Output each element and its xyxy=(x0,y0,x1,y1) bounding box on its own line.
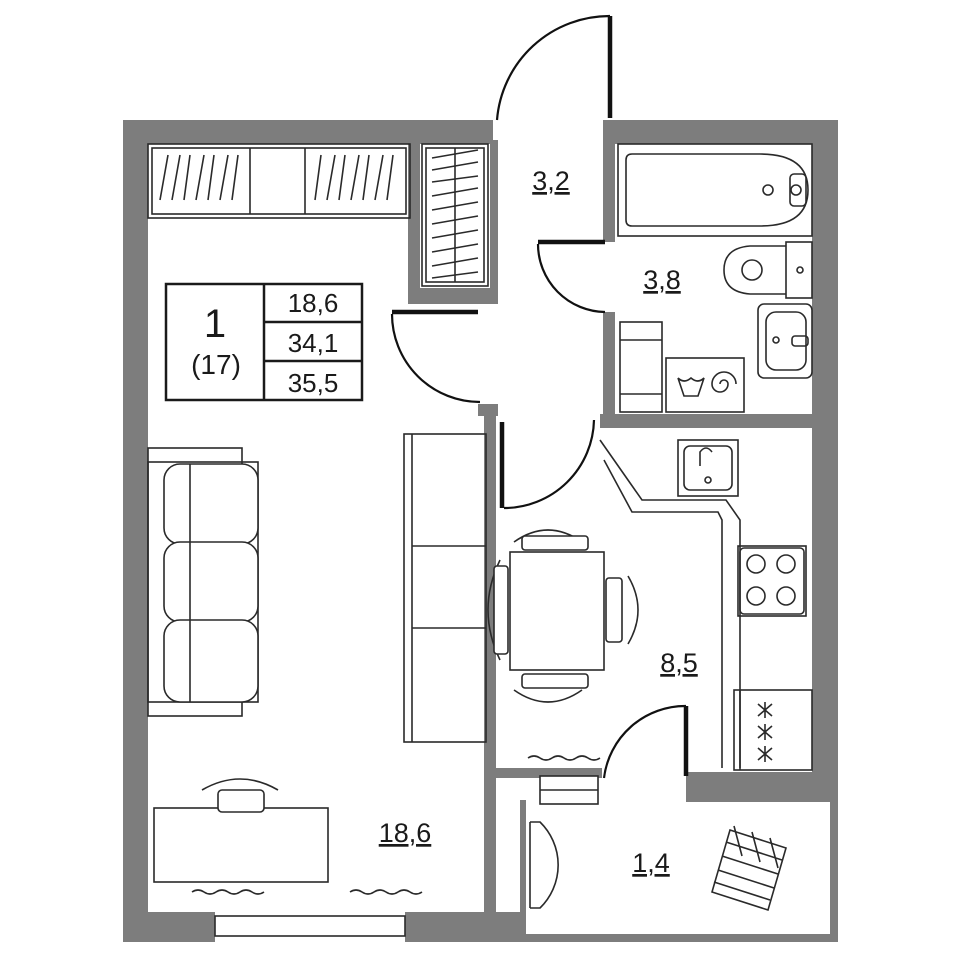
wall-bottom-mid xyxy=(405,912,525,942)
wall-left xyxy=(123,120,148,942)
bathroom-area: 3,8 xyxy=(643,265,681,295)
wall-wardrobe-left xyxy=(408,140,420,298)
sofa xyxy=(147,447,259,717)
wall-balcony-right xyxy=(830,800,838,942)
wall-living-kitchen xyxy=(484,410,496,918)
deck-chair xyxy=(711,825,787,912)
kitchen-sink xyxy=(677,439,739,497)
kitchen-door xyxy=(499,419,596,510)
living-door xyxy=(390,309,481,404)
bathtub xyxy=(617,143,813,237)
wall-top-right xyxy=(603,120,838,144)
living-area: 18,6 xyxy=(379,818,432,848)
living-area-value: 18,6 xyxy=(288,288,339,318)
desk xyxy=(153,778,423,895)
wall-bath-kitchen xyxy=(600,414,838,428)
hall-area: 3,2 xyxy=(532,166,570,196)
wall-bath-left-bottom xyxy=(603,312,615,428)
toilet xyxy=(723,241,813,299)
bathroom-door xyxy=(536,239,606,314)
hall-wardrobe xyxy=(421,143,489,287)
wall-balcony-left xyxy=(520,800,526,942)
living-wardrobe xyxy=(147,143,411,219)
room-count-sub: (17) xyxy=(191,349,241,380)
wall-bath-left-top xyxy=(603,120,615,242)
balcony-table xyxy=(529,821,559,909)
dining-table xyxy=(487,529,639,703)
wall-living-kitchen-top xyxy=(478,404,498,416)
wall-top-left xyxy=(123,120,493,144)
room-labels: 3,2 3,8 8,5 18,6 1,4 xyxy=(379,166,698,878)
washing-machine xyxy=(619,321,745,413)
entrance-door xyxy=(495,14,613,121)
fridge xyxy=(733,689,813,771)
wall-right xyxy=(812,120,838,800)
wall-wardrobe-right xyxy=(490,140,498,304)
wall-bottom-left xyxy=(123,912,215,942)
kitchen-area: 8,5 xyxy=(660,648,698,678)
walls xyxy=(123,120,838,942)
stove xyxy=(737,545,807,617)
living-window xyxy=(214,915,406,937)
balcony-area: 1,4 xyxy=(632,848,670,878)
wall-balcony-bottom xyxy=(520,934,838,942)
summary-box: 1 (17) 18,6 34,1 35,5 xyxy=(164,282,364,402)
total-area-value: 34,1 xyxy=(288,328,339,358)
washbasin xyxy=(757,303,813,379)
room-count: 1 xyxy=(204,302,226,346)
tv-unit xyxy=(403,433,487,743)
wall-kitchen-bottom-right xyxy=(686,772,838,802)
wall-wardrobe-bottom xyxy=(408,288,496,304)
kitchen-balcony-door xyxy=(602,704,689,779)
total-area-balcony-value: 35,5 xyxy=(288,368,339,398)
wall-kitchen-bottom-left xyxy=(490,768,602,778)
kitchen-radiator xyxy=(527,755,601,761)
